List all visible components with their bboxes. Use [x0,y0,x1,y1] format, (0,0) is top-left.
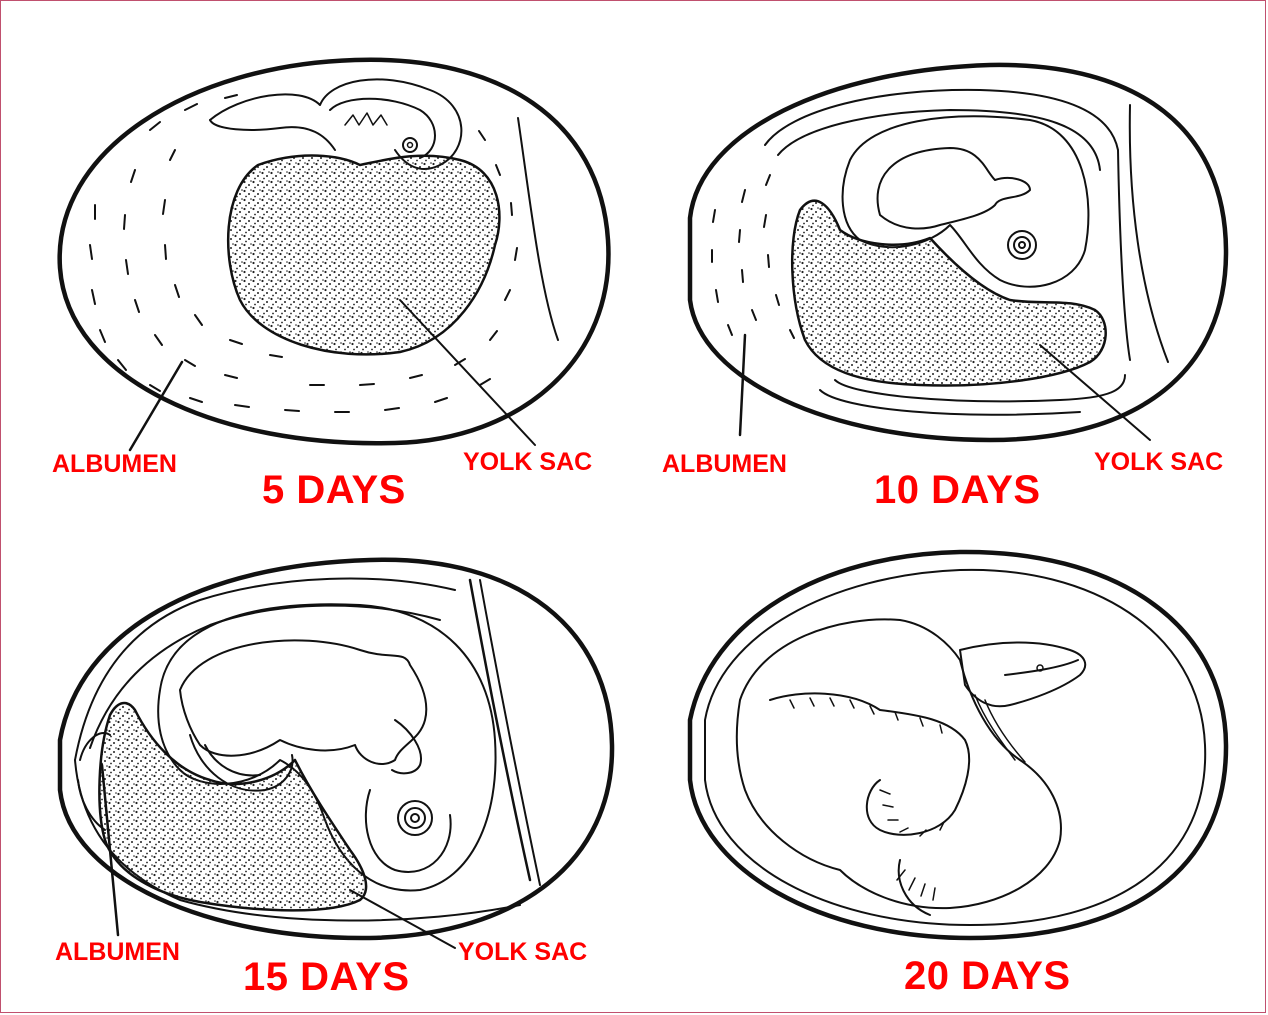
stage-title-5-days: 5 DAYS [262,470,406,510]
yolk-sac-label-5-days: YOLK SAC [463,450,592,475]
yolk-sac-pointer [400,300,535,445]
albumen-pointer [740,335,745,435]
chick-wing [770,693,969,834]
stage-title-10-days: 10 DAYS [874,470,1041,510]
egg-20-days [690,552,1226,938]
yolk-sac-label-10-days: YOLK SAC [1094,450,1223,475]
embryo-eye [403,138,417,152]
eggshell [690,552,1226,938]
yolk-sac-label-15-days: YOLK SAC [458,940,587,965]
embryo-eye [1008,231,1036,259]
egg-10-days [690,65,1226,440]
albumen-label-15-days: ALBUMEN [55,940,180,965]
air-cell-membrane [470,580,530,880]
egg-15-days [60,560,612,948]
air-cell-membrane [518,118,558,340]
yolk-sac [792,201,1105,386]
embryo-body [878,148,1030,229]
albumen-label-10-days: ALBUMEN [662,452,787,477]
yolk-sac [228,156,499,355]
air-cell-membrane [1130,105,1168,362]
stage-title-15-days: 15 DAYS [243,957,410,997]
albumen-label-5-days: ALBUMEN [52,452,177,477]
embryo-eye [398,801,432,835]
egg-5-days [60,60,609,450]
chick-head [960,643,1085,707]
yolk-sac [99,703,366,910]
stage-title-20-days: 20 DAYS [904,956,1071,996]
albumen-dashes [712,175,794,338]
embryo-body [180,640,426,764]
